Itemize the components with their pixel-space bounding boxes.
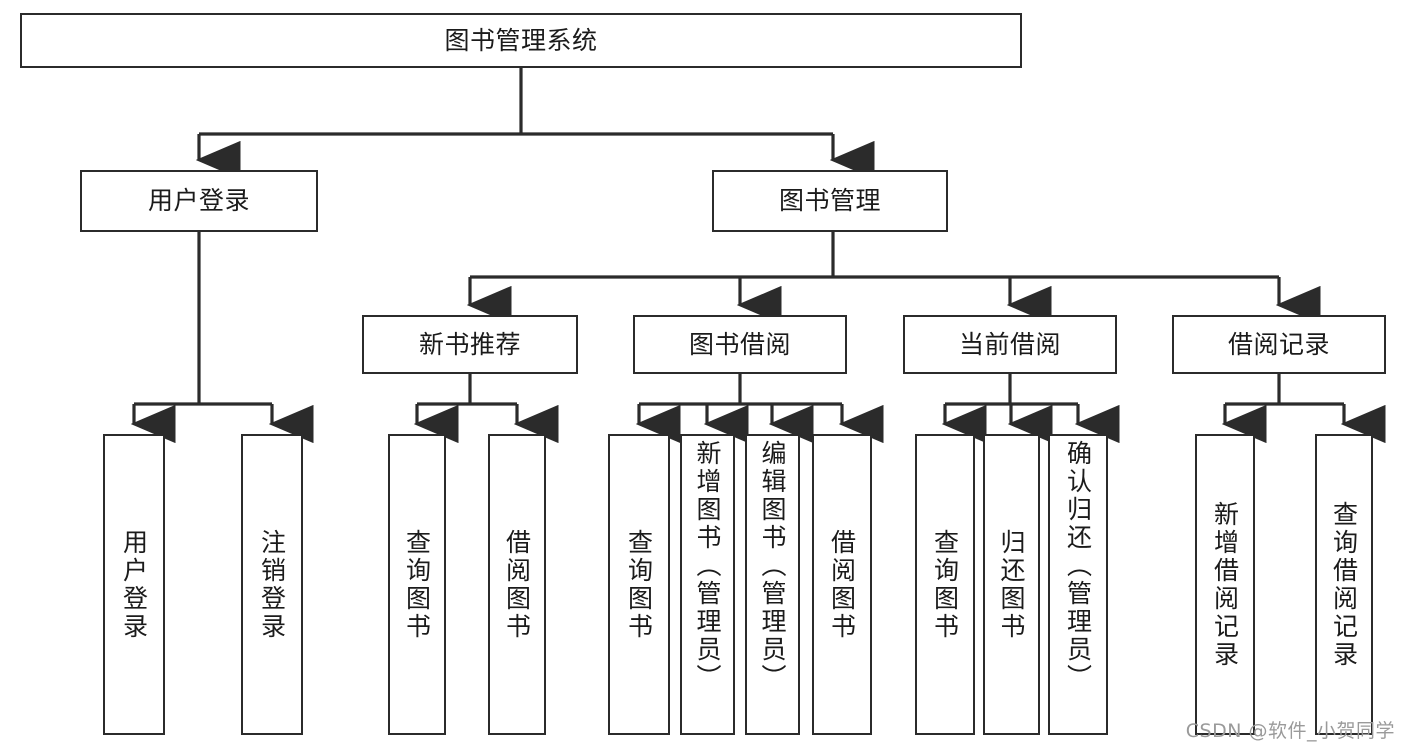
leaf-node[interactable]: 用户登录	[103, 434, 165, 735]
node-new-book-recommend[interactable]: 新书推荐	[362, 315, 578, 374]
node-borrow-record-label: 借阅记录	[1227, 329, 1330, 359]
leaf-node[interactable]: 借阅图书	[488, 434, 546, 735]
leaf-node[interactable]: 查询图书	[608, 434, 670, 735]
leaf-node-label: 注销登录	[257, 528, 287, 641]
leaf-node-label: 查询图书	[402, 528, 432, 641]
node-root-system[interactable]: 图书管理系统	[20, 13, 1022, 68]
leaf-node[interactable]: 新增借阅记录	[1195, 434, 1255, 735]
node-current-borrow-label: 当前借阅	[958, 329, 1061, 359]
leaf-node[interactable]: 借阅图书	[812, 434, 872, 735]
leaf-node-label: 查询借阅记录	[1329, 500, 1359, 669]
leaf-node-label: 编辑图书（管理员）	[758, 440, 787, 692]
leaf-node[interactable]: 注销登录	[241, 434, 303, 735]
leaf-node[interactable]: 查询图书	[915, 434, 975, 735]
leaf-node-label: 借阅图书	[502, 528, 532, 641]
leaf-node[interactable]: 归还图书	[983, 434, 1040, 735]
watermark-credit: CSDN @软件_小贺同学	[1185, 720, 1395, 742]
node-user-login[interactable]: 用户登录	[80, 170, 318, 232]
leaf-node-label: 归还图书	[997, 528, 1026, 641]
node-current-borrow[interactable]: 当前借阅	[903, 315, 1117, 374]
leaf-node[interactable]: 查询借阅记录	[1315, 434, 1373, 735]
node-new-book-recommend-label: 新书推荐	[418, 329, 521, 359]
node-root-label: 图书管理系统	[444, 25, 598, 55]
leaf-node-label: 查询图书	[930, 528, 960, 641]
node-borrow-record[interactable]: 借阅记录	[1172, 315, 1386, 374]
node-book-borrow[interactable]: 图书借阅	[633, 315, 847, 374]
leaf-node[interactable]: 查询图书	[388, 434, 446, 735]
node-book-management[interactable]: 图书管理	[712, 170, 948, 232]
leaf-node-label: 用户登录	[119, 528, 149, 641]
leaf-node[interactable]: 新增图书（管理员）	[680, 434, 735, 735]
node-book-management-label: 图书管理	[778, 186, 881, 215]
leaf-node[interactable]: 编辑图书（管理员）	[745, 434, 800, 735]
leaf-node-label: 新增借阅记录	[1210, 500, 1240, 669]
node-user-login-label: 用户登录	[147, 186, 250, 215]
leaf-node-label: 查询图书	[624, 528, 654, 641]
leaf-node-label: 确认归还（管理员）	[1063, 440, 1093, 692]
node-book-borrow-label: 图书借阅	[688, 329, 791, 359]
leaf-node-label: 借阅图书	[827, 528, 857, 641]
leaf-node-label: 新增图书（管理员）	[693, 440, 722, 692]
leaf-node[interactable]: 确认归还（管理员）	[1048, 434, 1108, 735]
